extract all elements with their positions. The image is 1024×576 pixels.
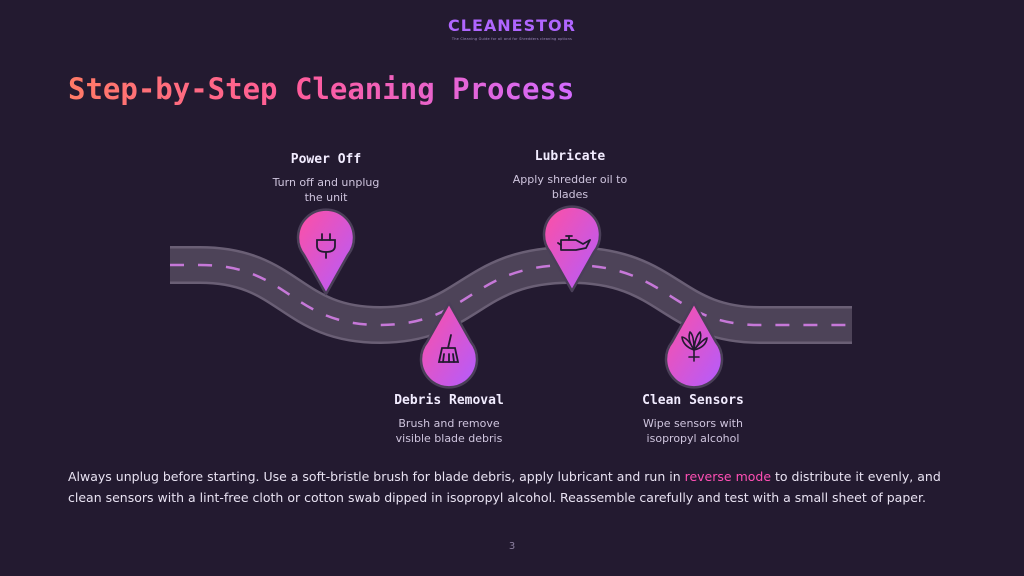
summary-paragraph: Always unplug before starting. Use a sof… bbox=[68, 466, 968, 508]
step-title: Power Off bbox=[290, 152, 362, 167]
brand-tagline: The Cleaning Guide for all and for Shred… bbox=[451, 37, 573, 41]
winding-road bbox=[170, 246, 852, 344]
summary-highlight: reverse mode bbox=[684, 469, 772, 484]
road-center-dashes bbox=[170, 263, 852, 327]
summary-text-after: to distribute it evenly, and clean senso… bbox=[68, 469, 941, 505]
brand-name: CLEANESTOR bbox=[448, 16, 576, 35]
flower-icon bbox=[681, 331, 708, 362]
step-title: Clean Sensors bbox=[642, 393, 744, 408]
brand-logo: CLEANESTOR The Cleaning Guide for all an… bbox=[0, 16, 1024, 41]
summary-text-before: Always unplug before starting. Use a sof… bbox=[68, 469, 685, 484]
oil-can-icon bbox=[557, 235, 591, 251]
step-power-off: Power Off Turn off and unplug the unit bbox=[236, 152, 416, 205]
step-pin-lubricate bbox=[542, 205, 602, 293]
step-lubricate: Lubricate Apply shredder oil to blades bbox=[480, 149, 660, 202]
plug-icon bbox=[316, 233, 336, 259]
step-description: Brush and remove visible blade debris bbox=[395, 417, 503, 445]
step-debris-removal: Debris Removal Brush and remove visible … bbox=[359, 393, 539, 446]
step-description: Turn off and unplug the unit bbox=[272, 176, 380, 204]
page-number: 3 bbox=[508, 541, 516, 552]
step-pin-clean-sensors bbox=[664, 301, 724, 389]
step-description: Wipe sensors with isopropyl alcohol bbox=[643, 417, 743, 445]
step-description: Apply shredder oil to blades bbox=[512, 173, 628, 201]
page-title: Step-by-Step Cleaning Process bbox=[68, 72, 575, 106]
broom-icon bbox=[437, 334, 460, 363]
step-pin-power-off bbox=[296, 208, 356, 296]
step-pin-debris-removal bbox=[419, 301, 479, 389]
step-title: Debris Removal bbox=[394, 393, 504, 408]
step-title: Lubricate bbox=[534, 149, 606, 164]
step-clean-sensors: Clean Sensors Wipe sensors with isopropy… bbox=[603, 393, 783, 446]
